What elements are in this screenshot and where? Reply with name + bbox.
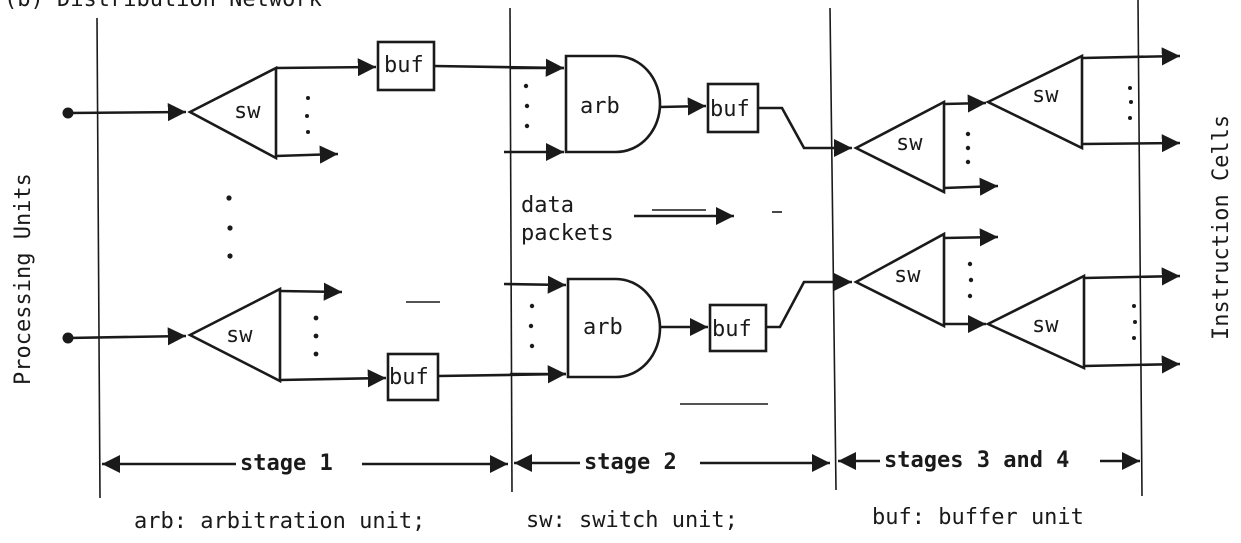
buffer-label: buf	[389, 365, 429, 390]
legend-arb: arb: arbitration unit;	[134, 509, 425, 534]
switch-label: sw	[896, 131, 923, 156]
legend-buf: buf: buffer unit	[872, 505, 1084, 530]
switch-unit-top-left	[187, 65, 278, 161]
stage-boundaries	[96, 0, 1143, 499]
arbiter-label: arb	[580, 94, 620, 119]
processing-unit-ellipsis	[226, 195, 233, 259]
stage2-bottom-path: arb buf	[503, 272, 852, 405]
arbiter-label: arb	[583, 315, 623, 340]
buffer-unit-top-mid	[706, 82, 760, 134]
switch-unit-lower-stage3	[853, 231, 946, 329]
data-packets-note: data packets	[521, 193, 782, 246]
stage-2-label: stage 2	[584, 450, 677, 475]
switch-label: sw	[234, 99, 261, 124]
switch-label: sw	[226, 323, 253, 348]
arbitration-unit-bottom	[566, 277, 662, 379]
processing-units-label: Processing Units	[11, 173, 36, 385]
stage-1-label: stage 1	[240, 451, 333, 476]
stage34-upper-tree: sw sw	[853, 47, 1181, 196]
switch-unit-upper-stage3	[853, 99, 946, 195]
buffer-label: buf	[710, 97, 750, 122]
arbitration-unit-top	[564, 54, 662, 154]
data-packets-line2: packets	[521, 221, 614, 246]
diagram-title: (b) Distribution Network	[4, 0, 322, 12]
switch-unit-upper-stage4	[985, 53, 1084, 151]
stage-spans: stage 1 stage 2 stages 3 and 4	[102, 448, 1140, 476]
switch-label: sw	[1032, 313, 1059, 338]
stage1-top-path: sw buf	[62, 40, 565, 164]
buffer-unit-bottom-left	[386, 352, 440, 402]
buffer-label: buf	[712, 317, 752, 342]
instruction-cells-label: Instruction Cells	[1209, 115, 1234, 340]
stage2-top-path: arb buf	[504, 54, 852, 162]
switch-unit-lower-stage4	[984, 273, 1086, 371]
legend-sw: sw: switch unit;	[526, 508, 738, 533]
buffer-label: buf	[384, 53, 424, 78]
switch-label: sw	[894, 263, 921, 288]
stage34-lower-tree: sw sw	[853, 228, 1181, 374]
stages-3-4-label: stages 3 and 4	[884, 448, 1069, 473]
legend: arb: arbitration unit; sw: switch unit; …	[134, 505, 1084, 534]
data-packets-line1: data	[521, 193, 574, 218]
buffer-unit-top-left	[376, 40, 436, 92]
switch-unit-bottom-left	[187, 286, 282, 384]
switch-label: sw	[1032, 83, 1059, 108]
stage1-bottom-path: sw buf	[62, 282, 567, 402]
